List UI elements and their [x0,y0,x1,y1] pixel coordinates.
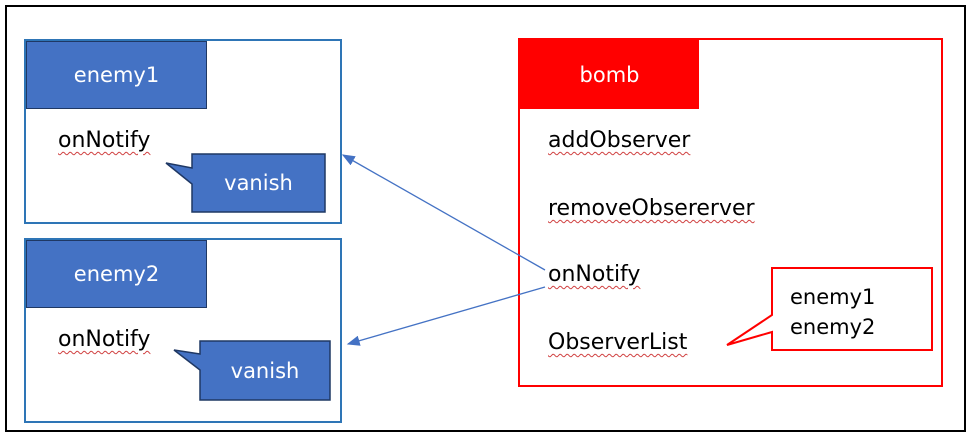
enemy1-box: enemy1 [24,39,342,224]
enemy2-title: enemy2 [26,240,207,308]
arrow-to-enemy1 [341,154,546,271]
bomb-title: bomb [520,40,699,109]
enemy1-vanish-callout [165,153,326,213]
enemy2-onnotify: onNotify [58,327,151,352]
bomb-remove-observer: removeObsererver [548,196,755,221]
observer-list-entry: enemy1 [790,285,876,309]
enemy2-vanish-label: vanish [230,358,300,383]
observer-list-entries: enemy1 enemy2 [790,282,875,342]
observer-list-callout [726,267,933,351]
enemy1-onnotify: onNotify [58,128,151,153]
enemy1-vanish-label: vanish [224,171,293,195]
enemy1-title: enemy1 [26,41,207,109]
observer-list-entry: enemy2 [790,315,876,339]
bomb-add-observer: addObserver [548,128,691,153]
enemy2-vanish-callout [173,340,331,401]
bomb-box: bomb [518,38,943,387]
diagram-frame [5,5,966,432]
bomb-observer-list: ObserverList [548,330,688,355]
bomb-onnotify: onNotify [548,262,641,287]
enemy2-box: enemy2 [24,238,342,423]
arrow-to-enemy2 [346,286,546,346]
